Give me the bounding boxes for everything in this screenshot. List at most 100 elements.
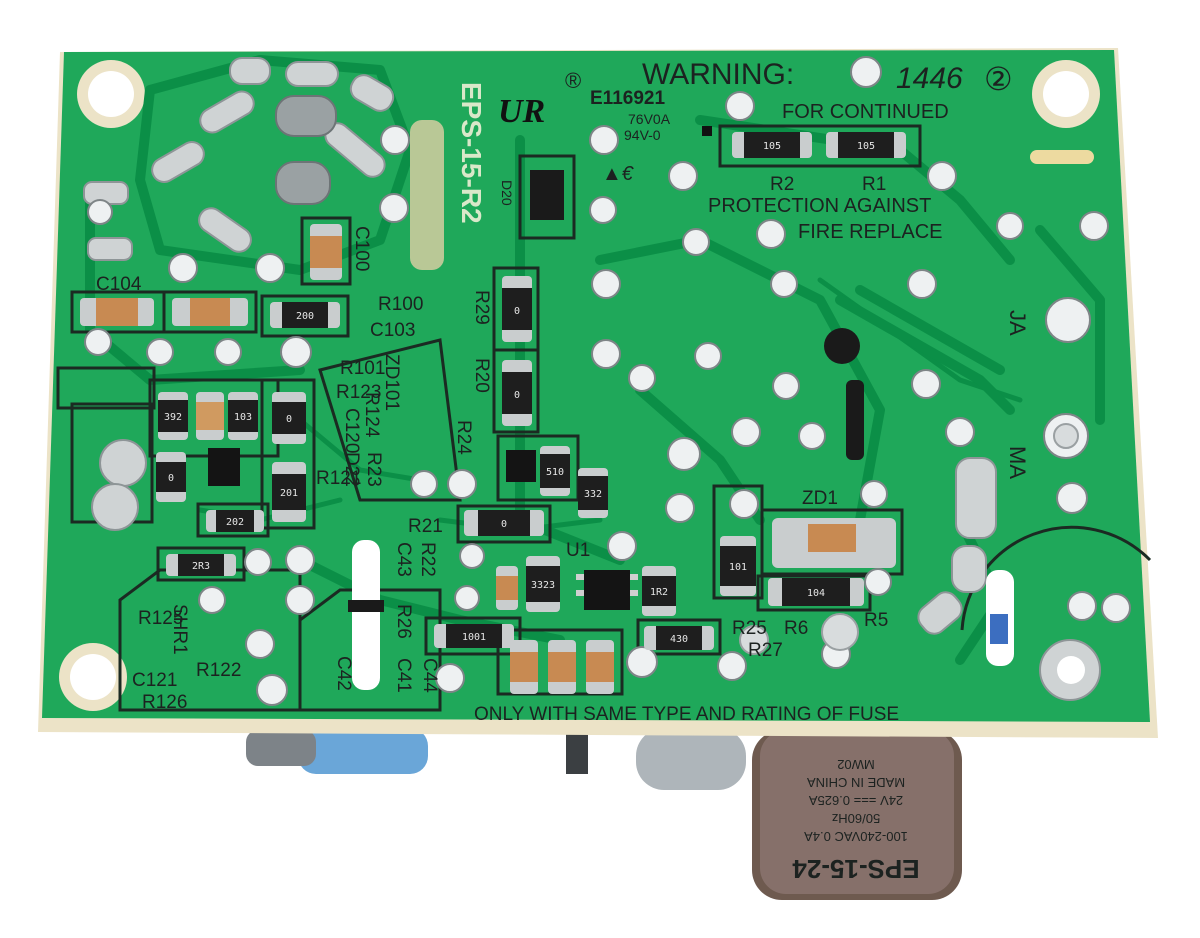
refdes-d20: D20 [499, 180, 515, 206]
transformer-input: 100-240VAC 0.4A [804, 829, 908, 844]
resistor-r126: 0 [156, 452, 186, 502]
svg-text:UR: UR [498, 93, 545, 130]
blue-capacitor [298, 728, 428, 774]
underside-components: EPS-15-24 100-240VAC 0.4A 50/60Hz 24V ==… [246, 728, 962, 900]
side-label-ja: JA [1005, 310, 1030, 336]
zd1-code: 104 [807, 588, 825, 599]
transformer-origin: MADE IN CHINA [807, 775, 906, 790]
grey-inductor [636, 728, 746, 790]
r2-code: 105 [763, 141, 781, 152]
r5-code: 1R2 [650, 587, 668, 598]
svg-text:▲€: ▲€ [602, 163, 634, 185]
transistor [506, 450, 536, 482]
c120-code: 392 [164, 412, 182, 423]
refdes-r124: R124 [361, 392, 382, 438]
rating-temp: 76V0A [628, 111, 671, 127]
resistor-zd1-part: 104 [768, 578, 864, 606]
large-solder-joints [739, 423, 1079, 655]
r24-code: 510 [546, 467, 564, 478]
refdes-r126: R126 [142, 692, 187, 713]
refdes-c103: C103 [370, 320, 415, 341]
board-slots [348, 120, 1094, 690]
refdes-zd1: ZD1 [802, 488, 838, 509]
r101-code: 0 [286, 414, 292, 425]
refdes-r21: R21 [408, 516, 443, 537]
r21-code: 0 [501, 519, 507, 530]
refdes-r6: R6 [784, 618, 808, 639]
refdes-shr1: SHR1 [169, 604, 190, 655]
resistor-r21: 0 [464, 510, 544, 536]
resistor-r123: 202 [206, 510, 264, 532]
r100-code: 200 [296, 311, 314, 322]
r20-code: 0 [514, 390, 520, 401]
model-number: EPS-15-R2 [456, 82, 487, 224]
r126-code: 0 [168, 473, 174, 484]
zd101-code: 103 [234, 412, 252, 423]
fire-replace-text: FIRE REPLACE [798, 221, 942, 243]
transistor [208, 448, 240, 486]
refdes-r26: R26 [393, 604, 414, 639]
resistor-r100: 200 [270, 302, 340, 328]
refdes-r2: R2 [770, 174, 794, 195]
r121-code: 201 [280, 488, 298, 499]
resistor-r125: 2R3 [166, 554, 236, 576]
ul-logo: UR ® ▲€ [498, 68, 712, 185]
refdes-r125: R125 [138, 608, 183, 629]
transformer-frequency: 50/60Hz [832, 811, 880, 826]
refdes-r101: R101 [340, 358, 385, 379]
smd-capacitors [80, 224, 896, 694]
transformer-model: EPS-15-24 [792, 854, 920, 884]
warning-text: WARNING: [642, 58, 794, 91]
resistor-r22: 332 [578, 468, 608, 518]
refdes-r22: R22 [417, 542, 438, 577]
r125-code: 2R3 [192, 561, 210, 572]
r22-code: 332 [584, 489, 602, 500]
transformer-code: MW02 [837, 757, 875, 772]
smd-resistors: 105 105 200 0 0 510 [156, 132, 906, 650]
r27-code: 430 [670, 634, 688, 645]
ul-file-number: E116921 [590, 88, 665, 109]
refdes-r24: R24 [453, 420, 474, 455]
resistor-r27: 430 [644, 626, 714, 650]
r122-code: 1001 [462, 632, 486, 643]
refdes-r123: R123 [336, 382, 381, 403]
transformer-output: 24V === 0.625A [809, 793, 904, 808]
resistor-r1: 105 [826, 132, 906, 158]
electrolytic-capacitor: EPS-15-24 100-240VAC 0.4A 50/60Hz 24V ==… [752, 730, 962, 900]
refdes-c121: C121 [132, 670, 177, 691]
refdes-c44: C44 [419, 658, 440, 693]
fuse-notice: ONLY WITH SAME TYPE AND RATING OF FUSE [474, 704, 899, 725]
diode-d20 [530, 170, 564, 220]
board-markings: WARNING: 1446 ② E116921 76V0A 94V-0 FOR … [474, 58, 1030, 725]
refdes-r121: R121 [316, 468, 361, 489]
resistor-r6: 101 [720, 536, 756, 596]
r29-code: 0 [514, 306, 520, 317]
protection-text: PROTECTION AGAINST [708, 195, 931, 217]
date-code: 1446 [896, 62, 963, 95]
resistor-zd101: 103 [228, 392, 258, 440]
refdes-c43: C43 [393, 542, 414, 577]
mounting-holes [59, 60, 1100, 711]
refdes-c120: C120 [341, 408, 362, 453]
refdes-u1: U1 [566, 540, 590, 561]
u1-code: 3323 [531, 580, 555, 591]
registered-mark: ® [565, 68, 581, 93]
side-label-ma: MA [1005, 446, 1030, 479]
reference-designators: R2 R1 R100 C103 C104 C100 D20 R29 R20 R2… [96, 174, 888, 713]
refdes-zd101: ZD101 [381, 354, 402, 411]
revision-mark: ② [984, 61, 1013, 97]
resistor-r121: 201 [272, 462, 306, 522]
refdes-r27: R27 [748, 640, 783, 661]
resistor-c120: 392 [158, 392, 188, 440]
refdes-r20: R20 [471, 358, 492, 393]
resistor-r20: 0 [502, 360, 532, 426]
refdes-c42: C42 [333, 656, 354, 691]
refdes-r29: R29 [471, 290, 492, 325]
r1-code: 105 [857, 141, 875, 152]
resistor-r5: 1R2 [642, 566, 676, 616]
refdes-r23: R23 [363, 452, 384, 487]
solder-pads [83, 57, 1101, 701]
refdes-c104: C104 [96, 274, 142, 295]
resistor-r101: 0 [272, 392, 306, 444]
